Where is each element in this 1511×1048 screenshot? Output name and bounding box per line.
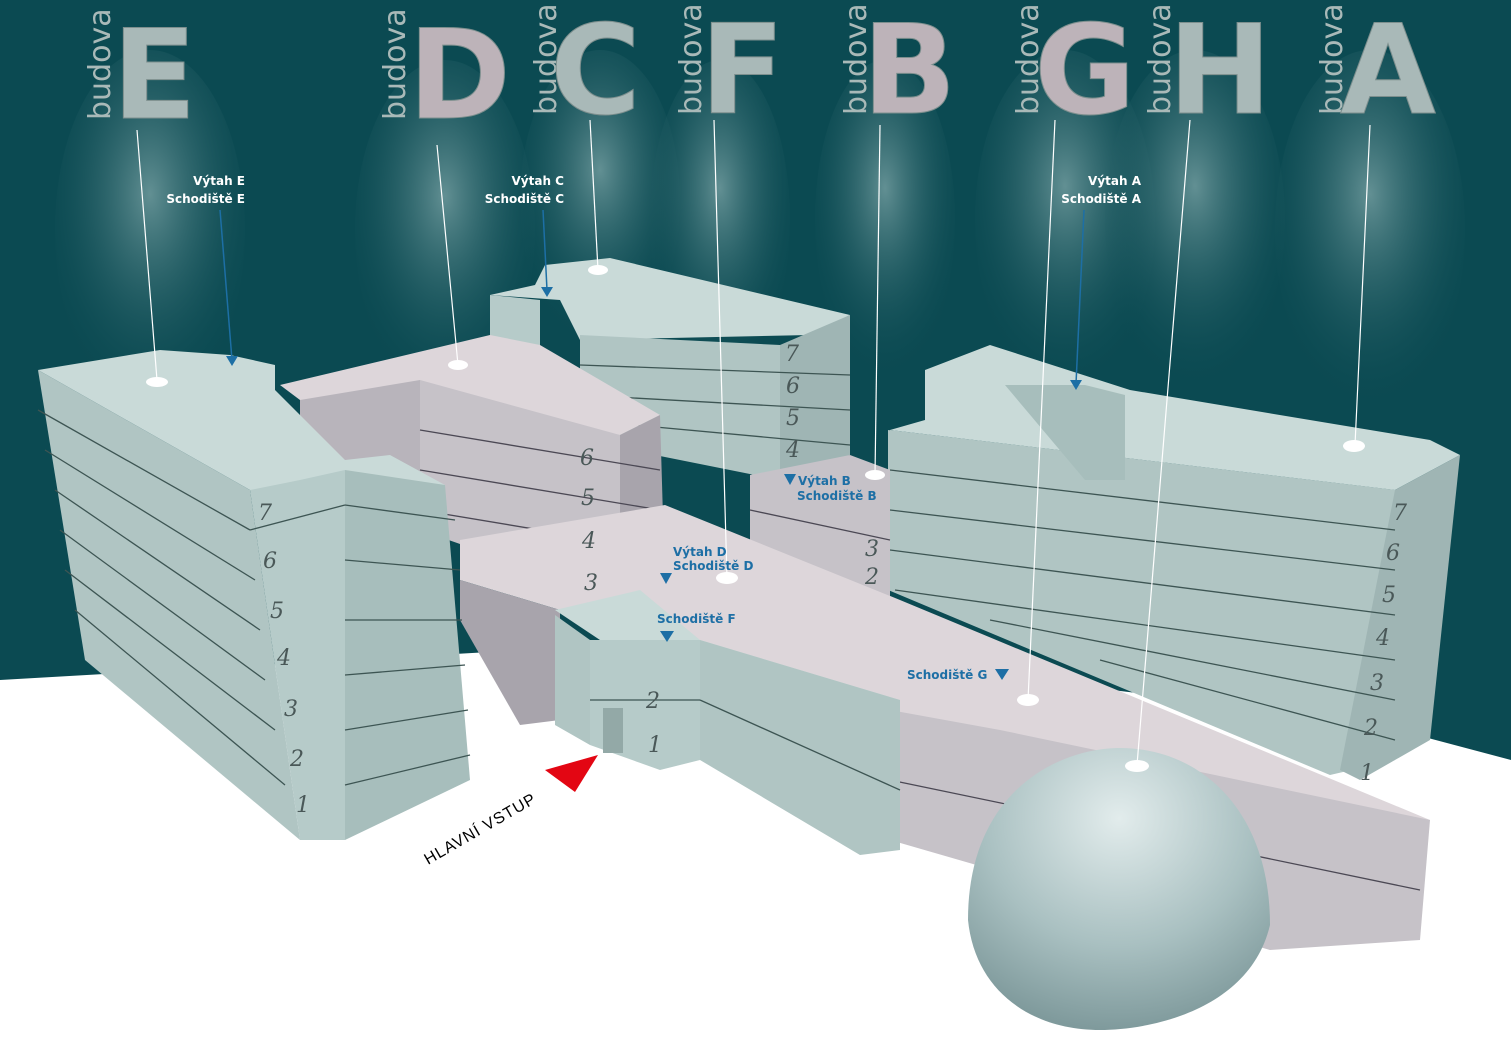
floor-a-5: 5 [1382, 583, 1396, 608]
light-spots [146, 265, 1365, 772]
building-d-letter: D [408, 4, 511, 148]
entrance-arrow [545, 755, 598, 792]
floor-e-5: 5 [270, 599, 284, 624]
floor-d-6: 6 [580, 446, 594, 471]
floor-e-1: 1 [296, 793, 310, 818]
building-a-prefix: budova [1315, 3, 1350, 115]
floor-f-2: 2 [645, 689, 660, 714]
building-f-prefix: budova [674, 3, 709, 115]
floor-c-4: 4 [785, 438, 800, 463]
elevator-b-label: Výtah B [798, 474, 851, 488]
floor-b-3: 3 [865, 537, 879, 562]
floor-a-3: 3 [1370, 671, 1384, 696]
floor-d-4: 4 [581, 529, 596, 554]
floor-e-6: 6 [263, 549, 277, 574]
building-b-prefix: budova [839, 3, 874, 115]
floor-b-2: 2 [864, 565, 879, 590]
floor-a-1: 1 [1360, 761, 1374, 786]
elevator-c-label: Výtah C [512, 174, 565, 188]
floor-e-2: 2 [289, 747, 304, 772]
stairs-e-label: Schodiště E [166, 192, 245, 206]
floor-a-7: 7 [1393, 501, 1407, 526]
floor-numbers: 7 6 5 4 3 2 1 6 5 4 3 7 6 5 4 3 2 2 1 7 … [258, 342, 1407, 818]
stairs-b-label: Schodiště B [797, 489, 877, 503]
building-h-letter: H [1168, 0, 1272, 143]
floor-c-6: 6 [786, 374, 800, 399]
stairs-g-label: Schodiště G [907, 668, 987, 682]
floor-e-7: 7 [258, 501, 272, 526]
building-f-letter: F [700, 0, 785, 143]
stairs-f-label: Schodiště F [657, 612, 736, 626]
callout-labels: Výtah E Schodiště E Výtah C Schodiště C … [166, 174, 1141, 682]
building-b-letter: B [862, 0, 957, 143]
elevator-e-label: Výtah E [193, 174, 245, 188]
building-d-prefix: budova [378, 8, 413, 120]
floor-c-7: 7 [785, 342, 799, 367]
floor-a-6: 6 [1386, 541, 1400, 566]
leader-lines [136, 119, 1371, 766]
floor-c-5: 5 [786, 406, 800, 431]
elevator-a-label: Výtah A [1088, 174, 1142, 188]
floor-e-3: 3 [284, 697, 298, 722]
building-g-letter: G [1034, 0, 1136, 143]
floor-f-1: 1 [648, 733, 662, 758]
building-letters: budova E budova D budova C budova F budo… [83, 0, 1437, 149]
building-g-prefix: budova [1011, 3, 1046, 115]
building-a [888, 345, 1460, 780]
floor-d-3: 3 [584, 571, 598, 596]
pointer-lines [219, 209, 1085, 385]
building-e-letter: E [112, 4, 197, 148]
pointer-arrows [226, 287, 1082, 680]
building-f [555, 590, 901, 855]
main-door [603, 708, 623, 753]
building-c-letter: C [550, 0, 641, 143]
building-e-prefix: budova [83, 8, 118, 120]
dome-h [968, 748, 1270, 1030]
elevator-d-label: Výtah D [673, 545, 727, 559]
floor-e-4: 4 [276, 646, 291, 671]
floor-d-5: 5 [581, 486, 595, 511]
building-c-prefix: budova [529, 3, 564, 115]
building-e [37, 350, 471, 840]
floor-a-2: 2 [1363, 716, 1378, 741]
building-c [490, 258, 851, 480]
stairs-a-label: Schodiště A [1061, 192, 1141, 206]
stairs-c-label: Schodiště C [485, 192, 564, 206]
building-h-prefix: budova [1143, 3, 1178, 115]
stairs-d-label: Schodiště D [673, 559, 753, 573]
floor-a-4: 4 [1375, 626, 1390, 651]
building-a-letter: A [1340, 0, 1436, 143]
